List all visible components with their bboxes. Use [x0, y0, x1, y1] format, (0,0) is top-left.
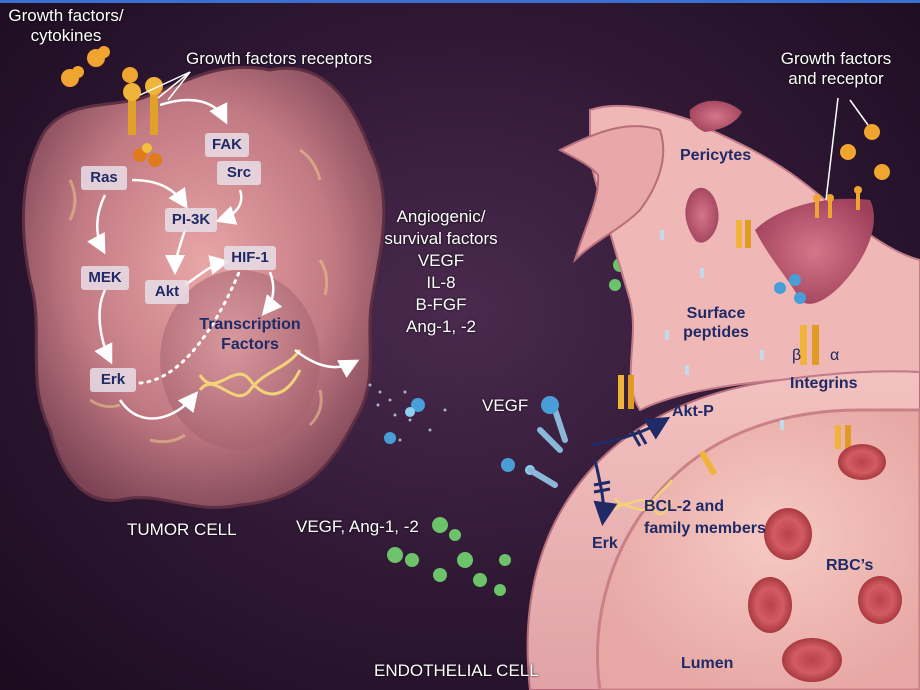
endothelial-cell-label: ENDOTHELIAL CELL — [374, 661, 539, 680]
src-box: Src — [217, 161, 261, 185]
vegf-bound-icon — [541, 396, 559, 414]
receptor-pointer-lines — [139, 71, 191, 101]
top-accent-bar — [0, 0, 920, 3]
akt-p-label: Akt-P — [672, 403, 714, 420]
bcl2-label: BCL-2 and family members — [644, 498, 766, 537]
transcription-factors-label: Transcription Factors — [199, 316, 301, 353]
angiogenic-factors-label: Angiogenic/ survival factors VEGF IL-8 B… — [384, 207, 498, 336]
erk-box: Erk — [90, 368, 136, 392]
mek-box: MEK — [81, 266, 129, 290]
surface-peptide-icons — [660, 230, 784, 430]
ras-box: Ras — [81, 166, 127, 190]
endothelial-upper-layer — [589, 104, 920, 412]
pericyte-mid — [685, 187, 719, 243]
pericyte-pointer-lines — [825, 97, 869, 201]
pericyte-receptor-icons — [813, 124, 890, 218]
vessel-lumen — [596, 408, 920, 690]
growth-factors-cytokines-label: Growth factors/ cytokines — [8, 6, 124, 45]
pericytes-label: Pericytes — [680, 147, 752, 164]
vegf-ang-label: VEGF, Ang-1, -2 — [296, 517, 419, 536]
growth-factors-and-receptor-label: Growth factors and receptor — [780, 49, 892, 88]
rbc-icons — [748, 444, 902, 682]
integrins-label: Integrins — [790, 375, 858, 392]
pericyte-left — [689, 100, 742, 132]
rbcs-label: RBC’s — [826, 557, 874, 574]
endothelial-dna-icon — [613, 479, 674, 516]
growth-factors-receptors-label: Growth factors receptors — [186, 49, 373, 68]
pathway-arrows — [87, 98, 360, 420]
tumor-organelles — [68, 148, 329, 444]
surface-peptides-label: Surface peptides — [683, 305, 749, 341]
growth-factor-icons — [61, 46, 138, 87]
green-factor-icons — [387, 258, 641, 596]
pi3k-box: PI-3K — [165, 208, 217, 232]
erk-endothelial-label: Erk — [592, 535, 618, 552]
endothelial-signal-arrows — [591, 416, 671, 526]
vegf-label: VEGF — [482, 396, 529, 415]
dna-helix-icon — [198, 349, 302, 398]
lumen-label: Lumen — [681, 655, 734, 672]
alpha-label: α — [830, 347, 840, 364]
integrin-icons — [618, 220, 851, 476]
endothelial-extension — [557, 125, 665, 264]
blue-factor-icons — [774, 274, 806, 304]
pericyte-right — [755, 198, 874, 304]
tumor-cell-label: TUMOR CELL — [127, 520, 237, 539]
erk-hif-dotted-arrow — [138, 268, 242, 385]
fak-box: FAK — [205, 133, 249, 157]
akt-box: Akt — [145, 280, 189, 304]
hif1-box: HIF-1 — [224, 246, 276, 270]
beta-label: β — [792, 347, 802, 364]
vegf-receptor-icons — [527, 407, 568, 488]
